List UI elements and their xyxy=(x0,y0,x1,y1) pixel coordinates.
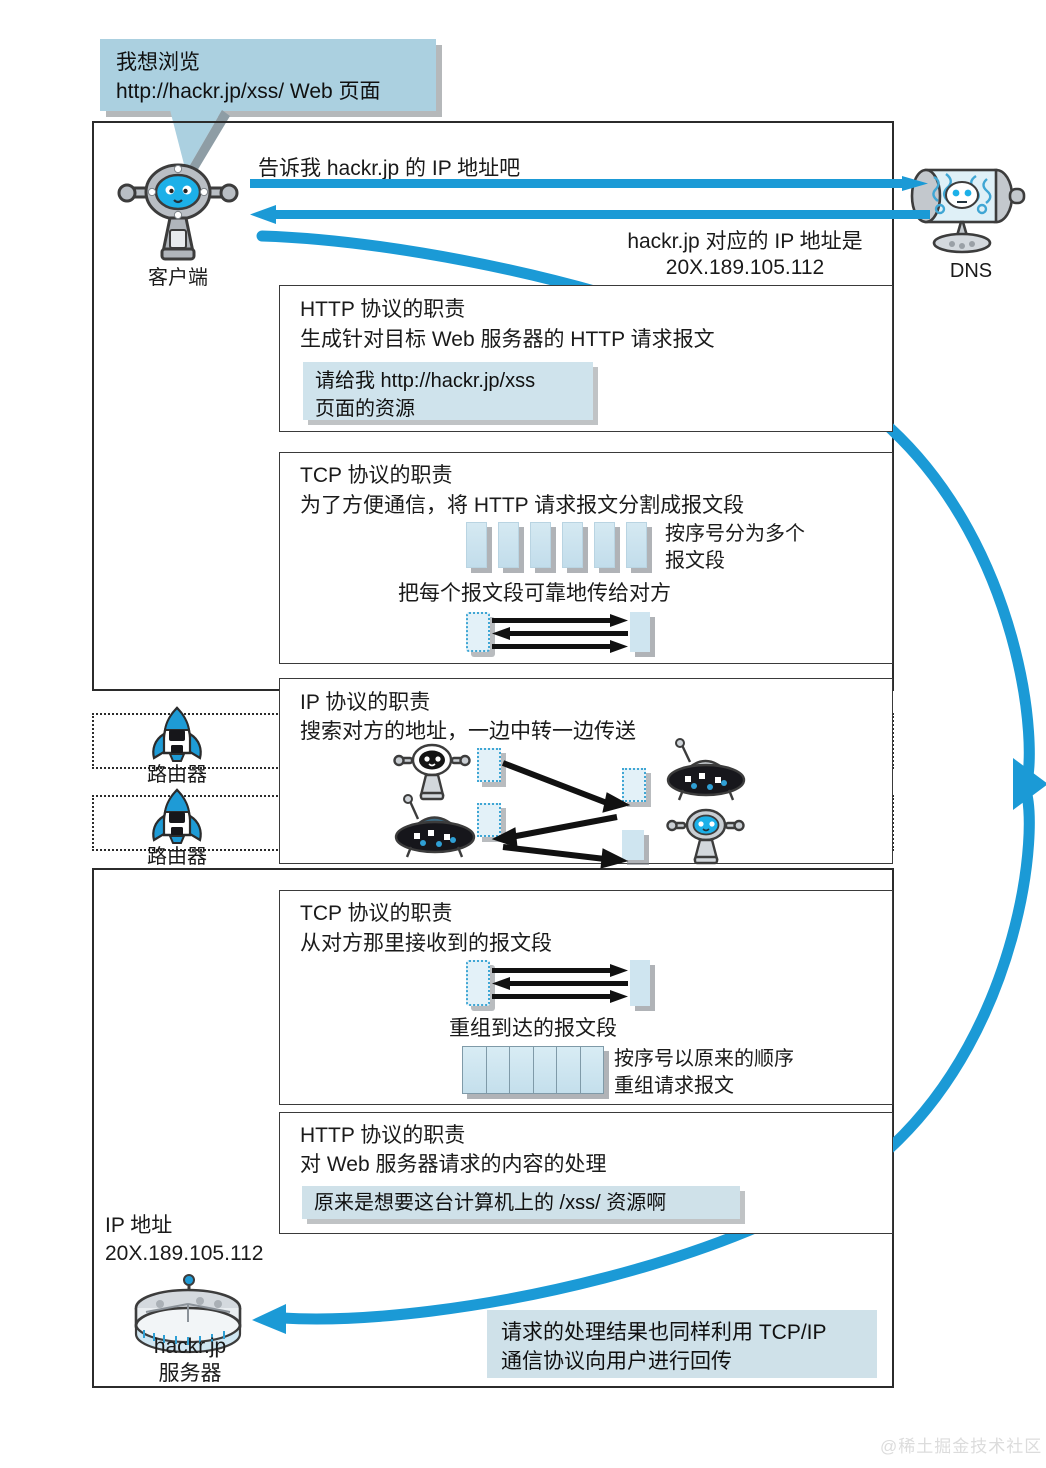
http-request-bubble-line1: 请给我 http://hackr.jp/xss xyxy=(315,370,536,392)
tcp-split-caption: 把每个报文段可靠地传给对方 xyxy=(398,582,671,605)
router-rocket-icon-1 xyxy=(152,706,202,762)
panel-ip-route-heading: IP 协议的职责 xyxy=(300,691,431,714)
tcp-split-handshake-arrows xyxy=(492,614,628,653)
reassembled-segment xyxy=(463,1047,487,1093)
dns-request-arrow xyxy=(250,176,928,191)
reassembled-segment xyxy=(557,1047,581,1093)
ip-node-ufo-blue-icon xyxy=(394,794,476,858)
site-watermark: @稀土掘金技术社区 xyxy=(880,1437,1043,1456)
reassembled-segment xyxy=(487,1047,510,1093)
router-label-1: 路由器 xyxy=(147,764,207,786)
footer-callout-line1: 请求的处理结果也同样利用 TCP/IP xyxy=(501,1321,827,1344)
router-rocket-icon-2 xyxy=(152,788,202,844)
server-role-label: 服务器 xyxy=(158,1362,222,1385)
panel-tcp-receive-subheading: 从对方那里接收到的报文段 xyxy=(300,932,552,955)
ip-packet-block xyxy=(477,748,501,782)
footer-callout-bubble: 请求的处理结果也同样利用 TCP/IP 通信协议向用户进行回传 xyxy=(487,1310,877,1378)
reassembled-segment xyxy=(510,1047,534,1093)
dns-request-text: 告诉我 hackr.jp 的 IP 地址吧 xyxy=(258,157,521,180)
tcp-segment xyxy=(466,522,487,568)
panel-ip-route xyxy=(279,678,893,864)
tcp-segment xyxy=(626,522,647,568)
http-request-bubble-line2: 页面的资源 xyxy=(315,397,415,420)
panel-http-request-subheading: 生成针对目标 Web 服务器的 HTTP 请求报文 xyxy=(300,328,715,351)
footer-callout-line2: 通信协议向用户进行回传 xyxy=(501,1349,732,1373)
intro-callout-line1: 我想浏览 xyxy=(116,51,200,74)
tcp-receive-note-line1: 按序号以原来的顺序 xyxy=(614,1048,794,1070)
client-label: 客户端 xyxy=(148,267,208,289)
http-response-bubble: 原来是想要这台计算机上的 /xss/ 资源啊 xyxy=(302,1186,740,1219)
dns-response-line2: 20X.189.105.112 xyxy=(665,256,825,279)
dns-response-arrow xyxy=(250,205,930,224)
server-ip-value: 20X.189.105.112 xyxy=(105,1242,264,1265)
intro-callout-bubble: 我想浏览 http://hackr.jp/xss/ Web 页面 xyxy=(100,39,436,111)
tcp-reassembled-segments xyxy=(462,1046,604,1094)
http-response-bubble-line1: 原来是想要这台计算机上的 /xss/ 资源啊 xyxy=(314,1192,667,1214)
hackr-server-icon xyxy=(134,1274,242,1354)
panel-http-response-subheading: 对 Web 服务器请求的内容的处理 xyxy=(300,1153,607,1176)
panel-tcp-split xyxy=(279,452,893,664)
router-label-2: 路由器 xyxy=(147,846,207,868)
server-ip-label: IP 地址 xyxy=(105,1214,173,1237)
dns-response-line1: hackr.jp 对应的 IP 地址是 xyxy=(627,230,863,253)
tcp-receive-caption: 重组到达的报文段 xyxy=(449,1017,617,1040)
panel-http-request-heading: HTTP 协议的职责 xyxy=(300,298,466,321)
panel-ip-route-subheading: 搜索对方的地址，一边中转一边传送 xyxy=(300,720,636,743)
tcp-receive-note-line2: 重组请求报文 xyxy=(614,1075,734,1097)
panel-tcp-split-heading: TCP 协议的职责 xyxy=(300,464,453,487)
ip-node-robot-icon xyxy=(393,743,471,801)
tcp-receiver-block xyxy=(630,612,650,652)
tcp-segment xyxy=(530,522,551,568)
reassembled-segment xyxy=(534,1047,557,1093)
panel-tcp-receive-heading: TCP 协议的职责 xyxy=(300,902,453,925)
intro-callout-line2: http://hackr.jp/xss/ Web 页面 xyxy=(116,79,381,103)
intro-callout-tail xyxy=(170,110,230,176)
tcp-segment xyxy=(498,522,519,568)
tcp-receive-block-left xyxy=(466,960,490,1006)
reassembled-segment xyxy=(581,1047,604,1093)
tcp-receive-handshake-arrows xyxy=(492,964,628,1003)
ip-packet-block-final xyxy=(622,830,644,860)
ip-routing-arrows xyxy=(491,760,631,869)
dns-label: DNS xyxy=(949,260,993,282)
server-name-label: hackr.jp xyxy=(153,1335,227,1358)
ip-node-ufo-dark-icon xyxy=(666,738,746,801)
tcp-sender-block xyxy=(466,612,490,652)
server-side-frame xyxy=(92,868,894,1388)
ip-packet-block xyxy=(622,768,646,802)
tcp-segment xyxy=(562,522,583,568)
ip-packet-block xyxy=(477,803,501,837)
panel-http-response-heading: HTTP 协议的职责 xyxy=(300,1124,466,1147)
dns-server-icon xyxy=(910,168,1026,254)
tcp-split-note-line2: 报文段 xyxy=(665,550,725,572)
panel-tcp-split-subheading: 为了方便通信，将 HTTP 请求报文分割成报文段 xyxy=(300,494,745,517)
tcp-segment xyxy=(594,522,615,568)
ip-node-robot-blue-icon xyxy=(666,808,745,865)
tcp-receive-block-right xyxy=(630,960,650,1006)
client-robot-icon xyxy=(117,163,239,261)
http-request-bubble: 请给我 http://hackr.jp/xss 页面的资源 xyxy=(303,362,593,420)
tcp-split-note-line1: 按序号分为多个 xyxy=(665,523,805,545)
